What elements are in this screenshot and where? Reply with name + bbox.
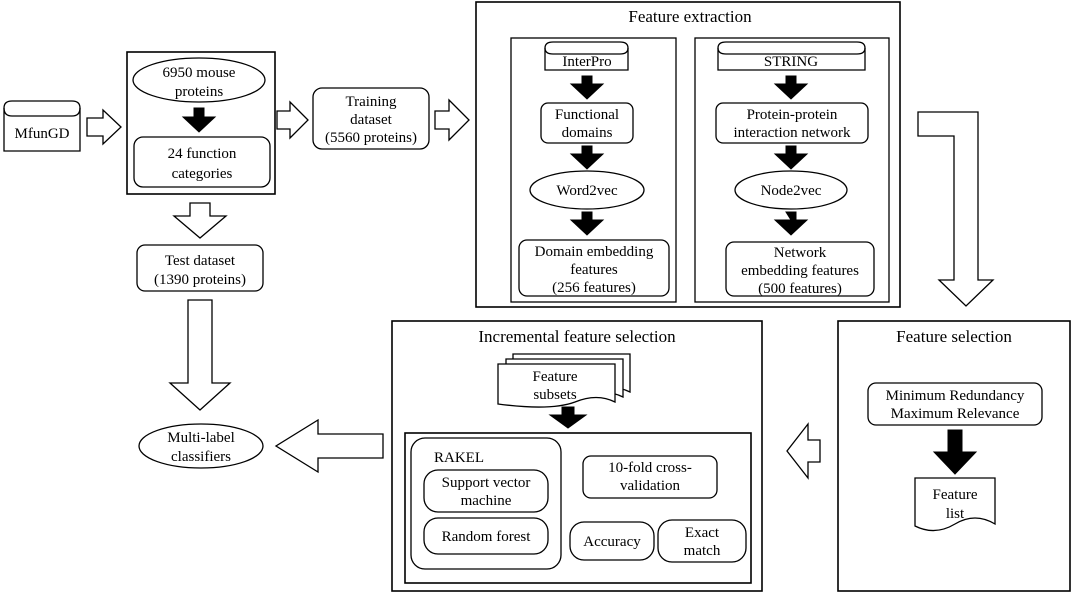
arrow-mfungd-to-dataset	[86, 108, 122, 146]
mrmr-node	[867, 382, 1043, 426]
test-dataset-node	[136, 244, 264, 292]
network-embedding-line1: Network	[774, 245, 827, 261]
ppi-network-line2: interaction network	[733, 125, 851, 141]
arrow-interpro-to-domains	[569, 75, 605, 100]
training-dataset-line2: dataset	[350, 112, 392, 128]
arrow-dataset-to-test	[172, 202, 228, 239]
arrow-training-to-extraction	[434, 98, 470, 142]
training-dataset-node	[312, 87, 430, 150]
random-forest-node	[423, 517, 549, 555]
mouse-proteins-line1: 6950 mouse	[163, 65, 236, 81]
string-database: STRING	[717, 41, 866, 71]
arrow-word2vec-to-domain-embedding	[569, 211, 605, 236]
feature-subsets-node	[497, 363, 616, 408]
feature-subsets-line1: Feature	[533, 369, 578, 385]
mrmr-line1: Minimum Redundancy	[886, 388, 1025, 404]
arrow-ppi-to-node2vec	[773, 145, 809, 170]
classifiers-line1: Multi-label	[167, 430, 235, 446]
exact-match-line2: match	[684, 543, 721, 559]
cross-validation-node	[582, 455, 718, 499]
feature-subsets-stack: Feature subsets	[497, 353, 631, 408]
arrow-proteins-to-categories	[181, 107, 217, 133]
interpro-label: InterPro	[562, 54, 611, 70]
cross-validation-line1: 10-fold cross-	[608, 460, 692, 476]
node2vec-node	[734, 170, 848, 210]
accuracy-label: Accuracy	[583, 534, 641, 550]
test-dataset-line2: (1390 proteins)	[154, 272, 246, 288]
functional-domains-line1: Functional	[555, 107, 619, 123]
accuracy-node	[569, 521, 655, 561]
domain-embedding-line3: (256 features)	[552, 280, 636, 296]
arrow-subsets-to-evaluation	[548, 406, 588, 429]
cross-validation-line2: validation	[620, 478, 680, 494]
feature-subsets-line2: subsets	[533, 387, 577, 403]
arrow-extraction-to-selection	[917, 111, 995, 307]
arrow-domains-to-word2vec	[569, 145, 605, 170]
rakel-label: RAKEL	[434, 450, 484, 466]
arrow-mrmr-to-feature-list	[932, 429, 978, 475]
arrow-node2vec-to-network-embedding	[773, 211, 809, 236]
svm-line1: Support vector	[442, 475, 531, 491]
arrow-test-to-classifiers	[168, 299, 232, 411]
domain-embedding-line1: Domain embedding	[535, 244, 654, 260]
feature-selection-title: Feature selection	[896, 327, 1012, 346]
multi-label-classifiers-node	[138, 423, 264, 469]
function-categories-node	[133, 136, 271, 188]
functional-domains-node	[540, 102, 634, 144]
feature-list-line2: list	[946, 506, 965, 522]
function-categories-line1: 24 function	[168, 146, 237, 162]
function-categories-line2: categories	[172, 166, 233, 182]
ppi-network-line1: Protein-protein	[747, 107, 838, 123]
test-dataset-line1: Test dataset	[165, 253, 236, 269]
feature-list-line1: Feature	[933, 487, 978, 503]
domain-embedding-line2: features	[570, 262, 618, 278]
feature-extraction-title: Feature extraction	[628, 7, 752, 26]
network-embedding-line2: embedding features	[741, 263, 859, 279]
word2vec-label: Word2vec	[556, 183, 618, 199]
node2vec-label: Node2vec	[761, 183, 822, 199]
string-label: STRING	[764, 54, 818, 70]
functional-domains-line2: domains	[562, 125, 613, 141]
network-embedding-line3: (500 features)	[758, 281, 842, 297]
training-dataset-line1: Training	[345, 94, 397, 110]
arrow-dataset-to-training	[276, 100, 309, 140]
classifiers-line2: classifiers	[171, 449, 231, 465]
mfungd-label: MfunGD	[15, 126, 70, 142]
interpro-database: InterPro	[544, 41, 629, 71]
exact-match-line1: Exact	[685, 525, 720, 541]
mfungd-database: MfunGD	[3, 100, 81, 152]
arrow-incremental-to-classifiers	[274, 418, 384, 474]
mouse-proteins-node	[132, 57, 266, 103]
domain-embedding-node	[518, 239, 670, 297]
incremental-feature-selection-title: Incremental feature selection	[478, 327, 676, 346]
training-dataset-line3: (5560 proteins)	[325, 130, 417, 146]
mrmr-line2: Maximum Relevance	[891, 406, 1020, 422]
random-forest-label: Random forest	[442, 529, 532, 545]
feature-list-node	[914, 477, 996, 532]
mouse-proteins-line2: proteins	[175, 84, 223, 100]
exact-match-node	[657, 519, 747, 563]
network-embedding-node	[725, 241, 875, 297]
arrow-string-to-ppi	[773, 75, 809, 100]
word2vec-node	[529, 170, 645, 210]
arrow-selection-to-incremental	[786, 422, 821, 480]
svm-node	[423, 469, 549, 513]
ppi-network-node	[715, 102, 869, 144]
svm-line2: machine	[461, 493, 512, 509]
